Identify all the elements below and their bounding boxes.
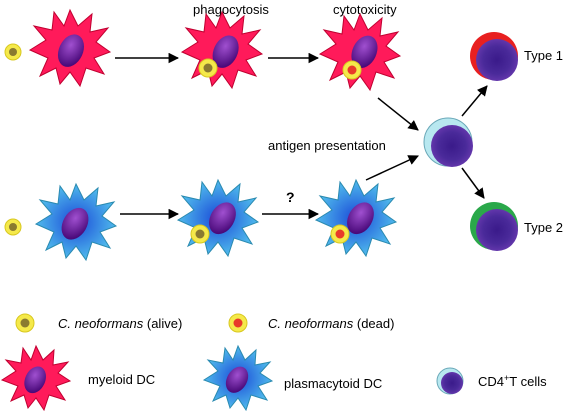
legend-plasmacytoid-label: plasmacytoid DC (284, 376, 382, 391)
legend-tcell-icon (436, 367, 464, 395)
fungus-alive-icon (4, 218, 22, 236)
arrow-to-tcell-top (377, 97, 419, 131)
myeloid-dc-cell (318, 12, 402, 92)
type2-tcell (470, 202, 518, 251)
legend-myeloid-icon (0, 344, 72, 411)
legend-alive-icon (15, 313, 35, 333)
plasmacytoid-dc-cell (34, 182, 118, 262)
arrow-to-type2 (461, 167, 485, 199)
arrow-to-type1 (461, 85, 488, 117)
myeloid-dc-cell (180, 10, 264, 90)
fungus-alive-icon (4, 43, 22, 61)
type1-label: Type 1 (524, 48, 563, 63)
phagocytosis-label: phagocytosis (193, 2, 269, 17)
arrow-to-tcell-bottom (365, 155, 419, 181)
legend-myeloid-label: myeloid DC (88, 372, 155, 387)
legend-dead-icon (228, 313, 248, 333)
question-mark: ? (286, 189, 295, 205)
legend-dead-label: C. neoformans (dead) (268, 316, 394, 331)
legend-tcell-label: CD4+T cells (478, 373, 547, 389)
cd4-tcell (423, 117, 473, 167)
myeloid-dc-cell (28, 8, 112, 88)
antigen-presentation-label: antigen presentation (268, 138, 386, 153)
type2-label: Type 2 (524, 220, 563, 235)
type1-tcell (470, 32, 518, 81)
plasmacytoid-dc-cell (176, 178, 260, 258)
legend-plasmacytoid-icon (202, 344, 274, 411)
legend-alive-label: C. neoformans (alive) (58, 316, 182, 331)
cytotoxicity-label: cytotoxicity (333, 2, 397, 17)
plasmacytoid-dc-cell (314, 178, 398, 258)
